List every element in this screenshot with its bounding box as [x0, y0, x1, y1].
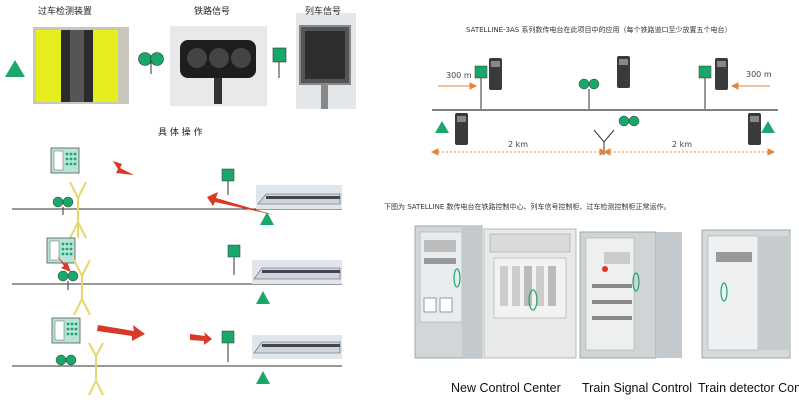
- red-arrow: [57, 256, 71, 272]
- fork-post: [73, 259, 91, 316]
- cabinets-note: 下图为 SATELLINE 数传电台在铁路控制中心、列车信号控制柜、过车检测控制…: [384, 203, 671, 211]
- radio-unit-icon: [489, 58, 502, 90]
- train-signal-photo: [296, 13, 356, 109]
- green-square-icon: [221, 330, 235, 344]
- green-square-icon: [698, 65, 712, 79]
- green-triangle-icon: [260, 212, 274, 225]
- train-signal-cabinet-photo: [579, 231, 682, 359]
- operation-title: 具 体 操 作: [158, 128, 203, 138]
- signal-lamp-icon: [55, 354, 77, 366]
- train-detector-cabinet-photo: [701, 229, 791, 359]
- distance-left: 300 m: [446, 71, 472, 80]
- train-photo: [256, 185, 342, 209]
- signal-lamp-icon: [618, 115, 640, 127]
- radio-unit-icon: [748, 113, 761, 145]
- red-arrow: [97, 325, 145, 341]
- distance-right: 300 m: [746, 70, 772, 79]
- control-unit-icon: [50, 147, 80, 174]
- fork-post: [88, 342, 104, 396]
- red-arrow: [113, 161, 134, 175]
- green-triangle-icon: [435, 121, 449, 133]
- red-arrow: [190, 332, 212, 345]
- green-triangle-icon: [761, 121, 775, 133]
- detector-label: 过车检测装置: [38, 7, 93, 17]
- system-heading: SATELLINE-3AS 系列数传电台在此项目中的应用（每个铁路道口至少放置五…: [466, 26, 732, 34]
- signal-lamp-icon: [57, 270, 79, 290]
- detector-device-photo: [33, 27, 129, 104]
- railway-signal-photo: [170, 26, 267, 106]
- fork-post: [69, 181, 87, 239]
- signal-lamp-icon: [138, 52, 164, 74]
- railway-signal-label: 铁路信号: [194, 7, 231, 17]
- signal-lamp-icon: [578, 78, 600, 109]
- control-center-cabinet-photo: [414, 225, 483, 359]
- control-unit-icon: [46, 237, 76, 264]
- green-square-icon: [272, 47, 287, 63]
- distance-markers: [430, 82, 776, 156]
- train-signal-label: 列车信号: [305, 7, 342, 17]
- span-left: 2 km: [508, 140, 529, 149]
- green-square-icon: [474, 65, 488, 79]
- control-center-panel-photo: [483, 228, 577, 359]
- radio-unit-icon: [715, 58, 728, 90]
- span-right: 2 km: [672, 140, 693, 149]
- green-square-icon: [227, 244, 241, 258]
- caption-train-detector: Train detector Control: [698, 381, 799, 395]
- caption-control-center: New Control Center: [451, 381, 561, 395]
- train-photo: [252, 335, 342, 359]
- green-triangle-icon: [256, 371, 270, 384]
- radio-unit-icon: [455, 113, 468, 145]
- train-photo: [252, 260, 342, 284]
- signal-lamp-icon: [52, 196, 74, 215]
- green-triangle-icon: [256, 291, 270, 304]
- radio-unit-icon: [617, 56, 630, 88]
- red-arrow: [207, 192, 274, 215]
- green-triangle-icon: [5, 60, 25, 77]
- green-square-icon: [221, 168, 235, 182]
- control-unit-icon: [51, 317, 81, 344]
- caption-train-signal: Train Signal Control: [582, 381, 693, 395]
